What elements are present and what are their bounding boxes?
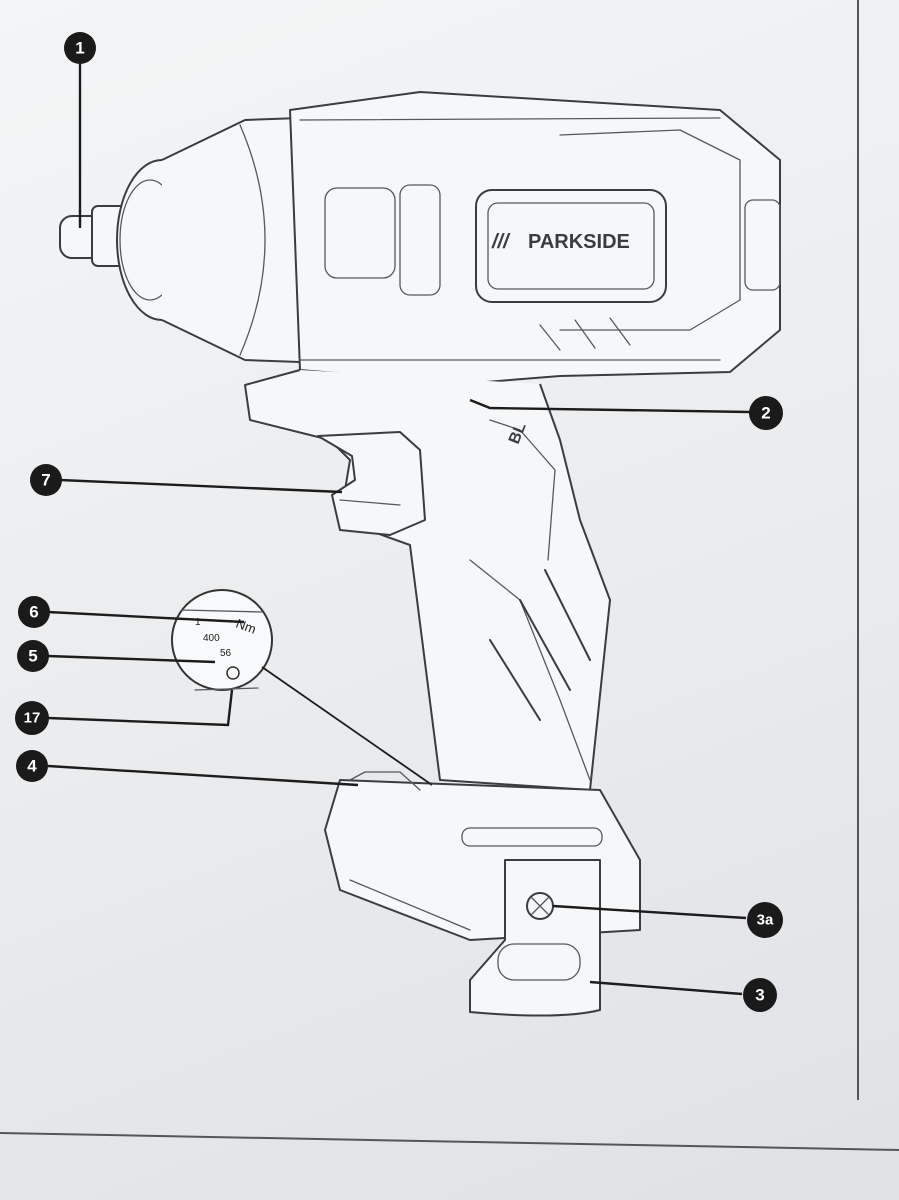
callout-4: 4 [16, 750, 48, 782]
brand-mark: /// [491, 231, 511, 253]
callout-3a: 3a [747, 902, 783, 938]
leader-6 [47, 610, 245, 624]
callout-3: 3 [743, 978, 777, 1012]
svg-text:1: 1 [75, 39, 84, 58]
dial-led [226, 666, 240, 680]
svg-text:7: 7 [41, 471, 50, 490]
belt-clip [469, 859, 601, 1017]
nose-housing [116, 117, 301, 363]
callout-17: 17 [15, 701, 49, 735]
torque-dial-inset: Nm 400 56 1 [171, 589, 433, 786]
leader-17 [47, 689, 234, 727]
leader-lines [47, 62, 751, 996]
handle: BL [244, 369, 611, 791]
leader-7 [59, 478, 343, 494]
leader-3a [552, 904, 747, 920]
dial-pointer-line [261, 666, 433, 786]
callout-2: 2 [749, 396, 783, 430]
callout-6: 6 [18, 596, 50, 628]
svg-text:6: 6 [29, 603, 38, 622]
callout-7: 7 [30, 464, 62, 496]
callout-5: 5 [17, 640, 49, 672]
svg-text:3: 3 [755, 986, 764, 1005]
leader-3 [589, 980, 743, 996]
dial-value-small: 56 [220, 648, 232, 659]
brand-name: PARKSIDE [528, 231, 630, 253]
motor-label: BL [506, 420, 530, 446]
callout-1: 1 [64, 32, 96, 64]
svg-text:4: 4 [27, 757, 37, 776]
impact-wrench-illustration: /// PARKSIDE BL [59, 91, 781, 1017]
svg-text:2: 2 [761, 404, 770, 423]
brand-plate: /// PARKSIDE [475, 189, 667, 303]
svg-text:17: 17 [24, 710, 41, 727]
dial-value-top: 1 [195, 617, 201, 628]
trigger [317, 431, 426, 536]
leader-4 [47, 764, 359, 787]
dial-value-main: 400 [203, 633, 220, 644]
leader-5 [47, 654, 216, 664]
svg-text:3a: 3a [757, 912, 774, 929]
leader-2 [469, 398, 751, 414]
svg-text:5: 5 [28, 647, 37, 666]
page-border-bottom [0, 1132, 899, 1151]
